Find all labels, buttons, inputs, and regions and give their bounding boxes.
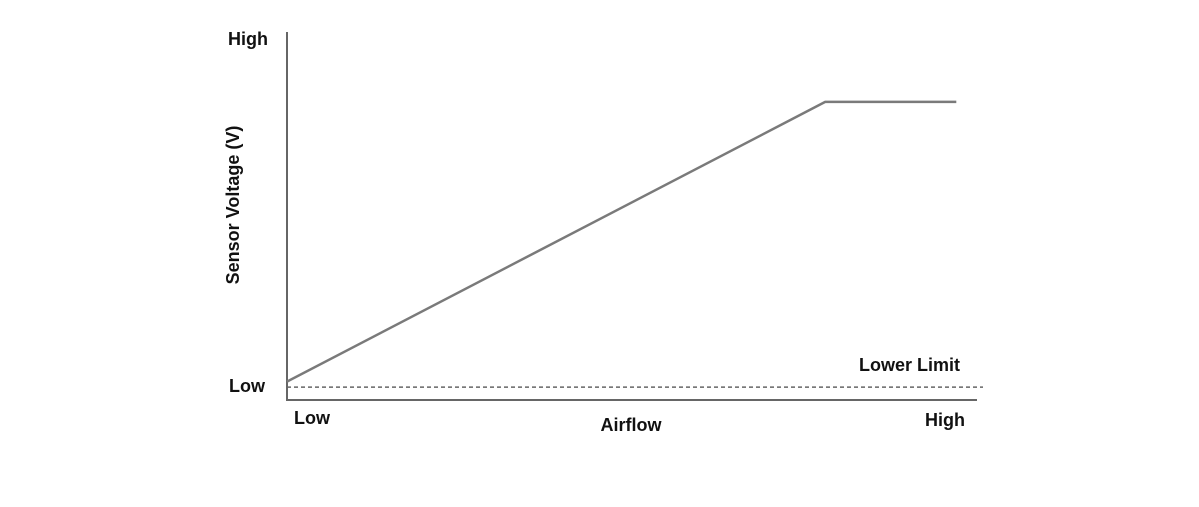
y-axis-label: Sensor Voltage (V) [223,126,243,285]
y-tick-high: High [228,29,268,49]
sensor-voltage-line [286,100,957,383]
x-tick-low: Low [294,408,331,428]
lower-limit-label: Lower Limit [859,355,960,375]
x-axis-label: Airflow [601,415,663,435]
y-tick-low: Low [229,376,266,396]
x-tick-high: High [925,410,965,430]
